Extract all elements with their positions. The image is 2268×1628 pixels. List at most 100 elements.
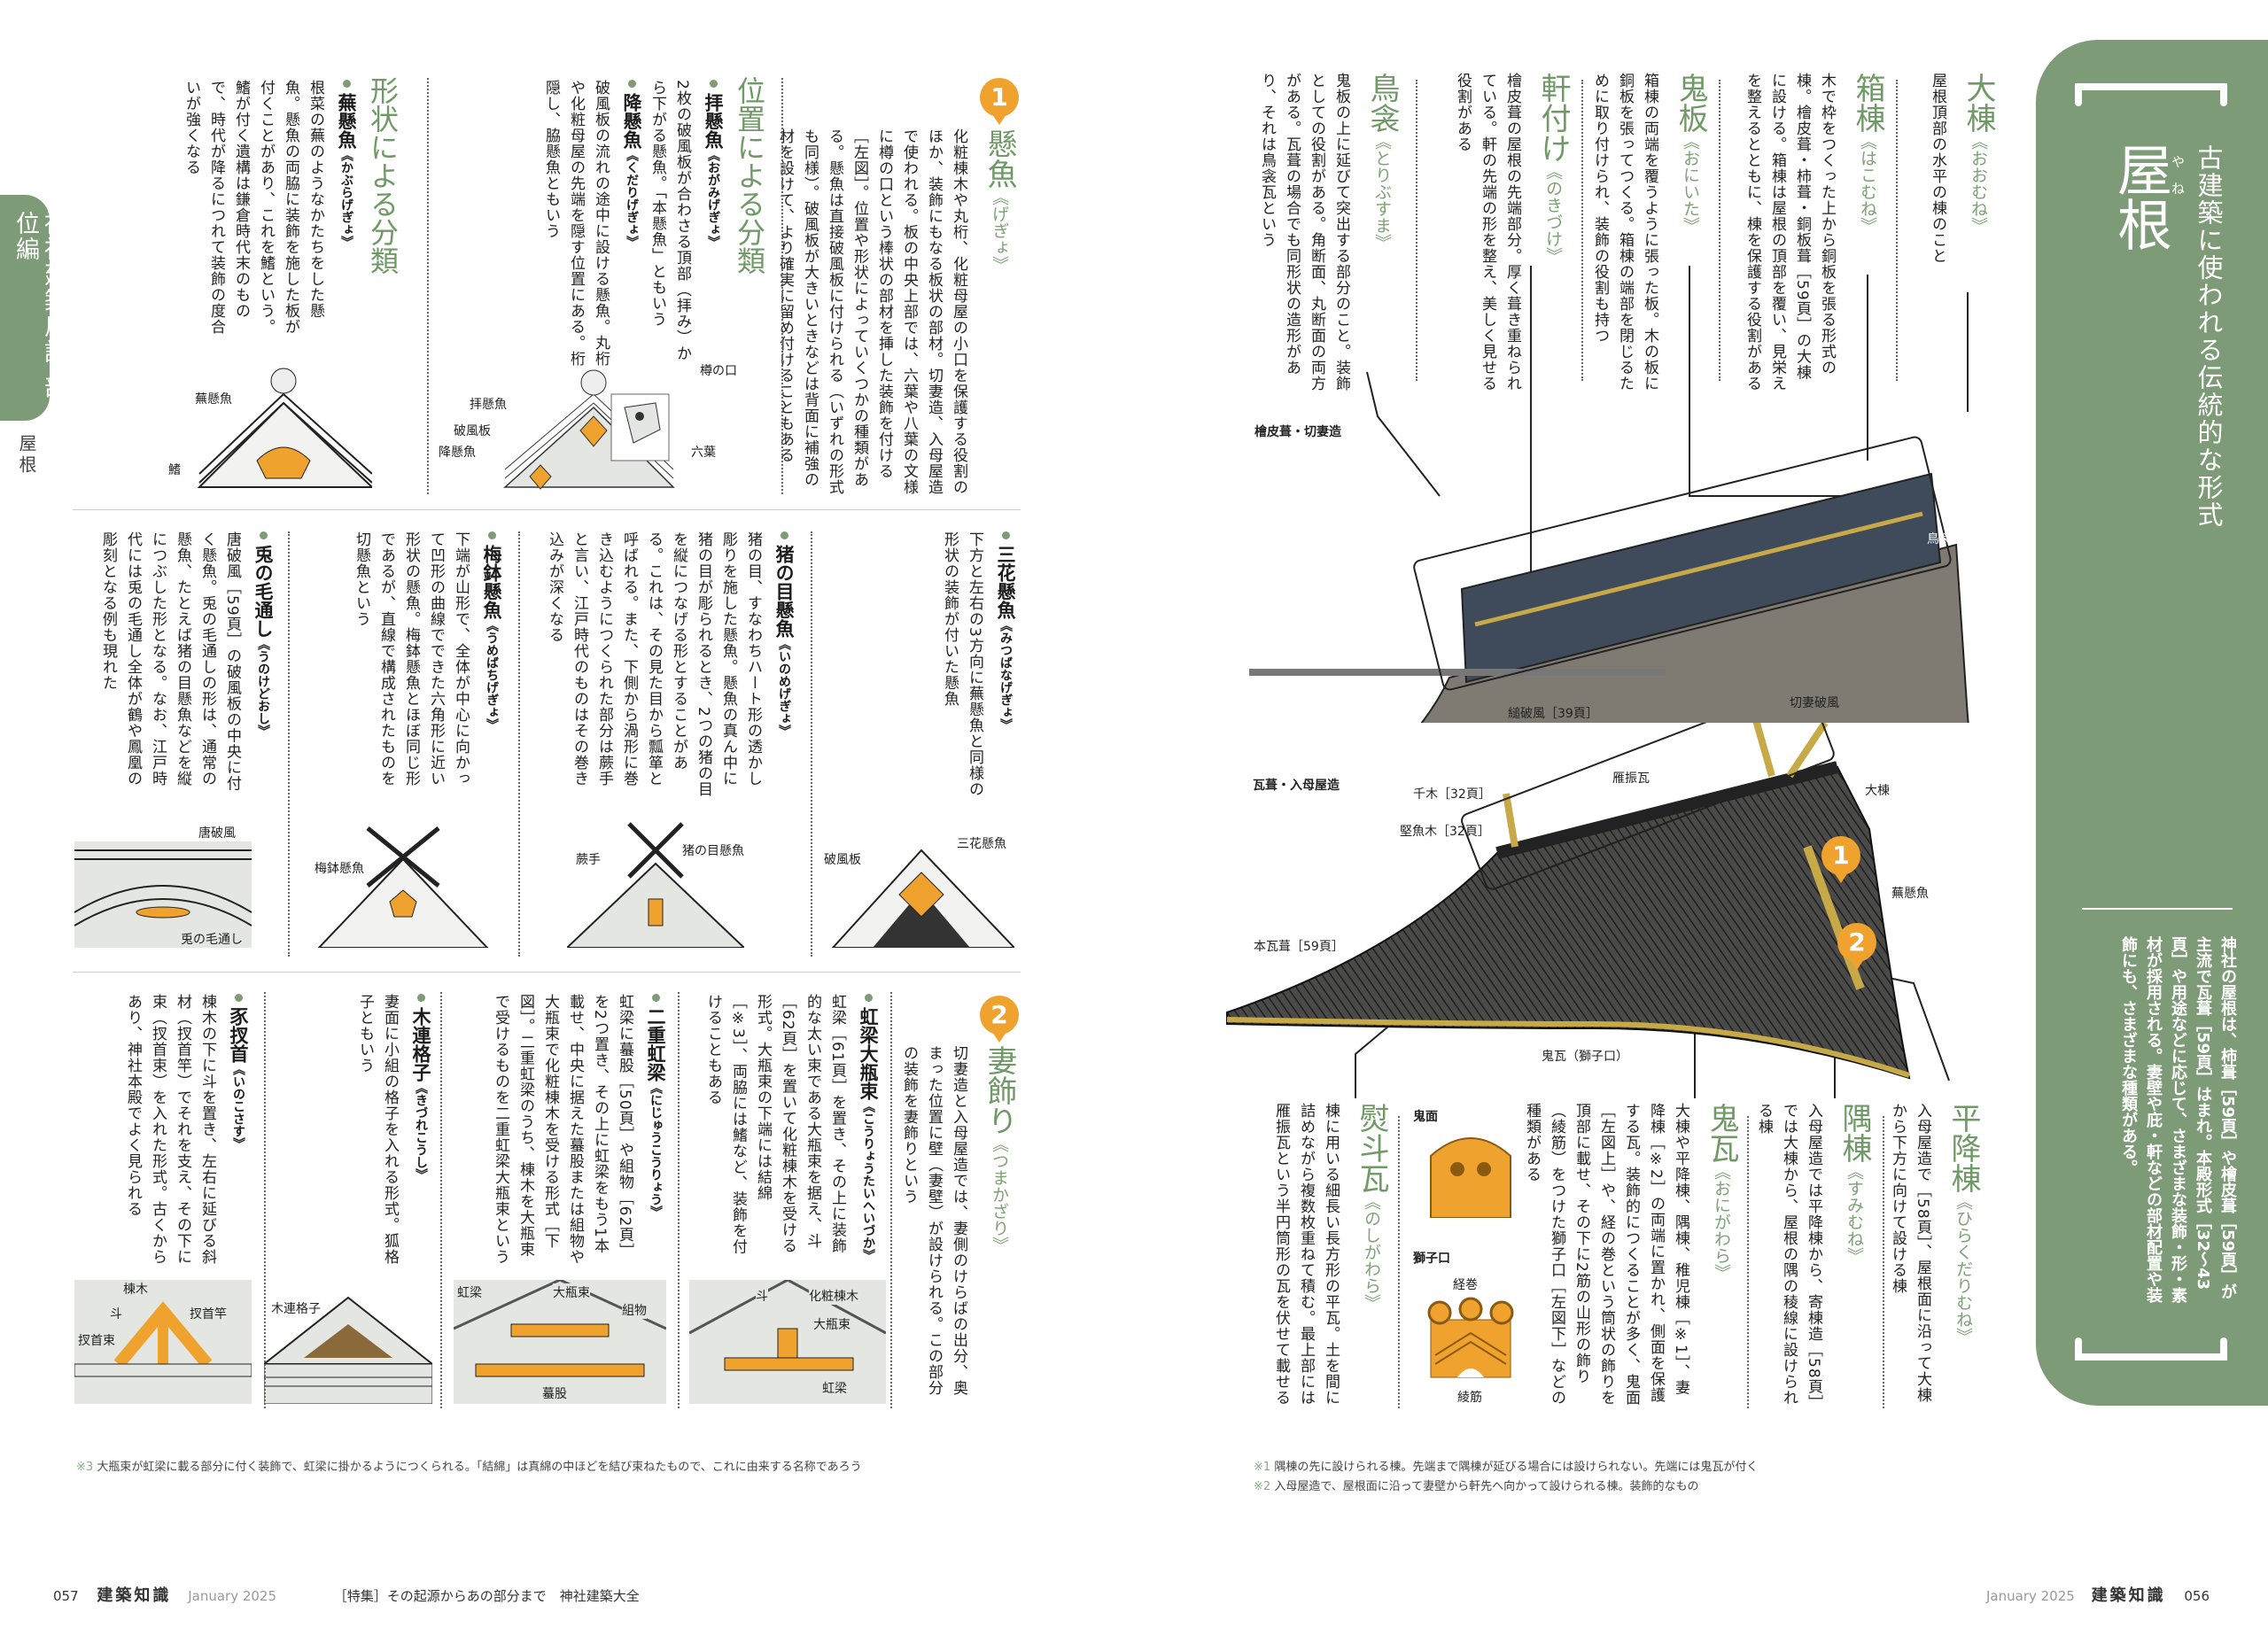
label-kabura: 蕪懸魚: [1891, 887, 1929, 901]
shape-class-heading: 形状による分類: [366, 76, 400, 275]
label-kumimono: 組物: [622, 1301, 647, 1319]
mitsubana-section: 三花懸魚《みつばなげぎょ》 下方と左右の3方向に蕪懸魚と同様の形状の装飾が付いた…: [886, 531, 1019, 797]
label-sugaruhafu: 縋破風［39頁］: [1508, 707, 1598, 721]
onigawara-body: 大棟や平降棟、隅棟、稚児棟［※1］、妻降棟［※2］の両端に置かれ、側面を保護する…: [1523, 1103, 1689, 1406]
label-umebachi: 梅鉢懸魚: [315, 862, 364, 876]
label-koryo: 虹梁: [822, 1379, 847, 1397]
label-karahafu: 唐破風: [198, 826, 236, 841]
kabura-section: 蕪懸魚《かぶらげぎょ》 根菜の蕪のようなかたちをした懸魚。懸魚の両脇に装飾を施し…: [174, 80, 360, 345]
divider: [811, 531, 812, 957]
sumimune-body: 入母屋造では平降棟から、寄棟造［58頁］では大棟から、屋根の隅の稜線に設けられる…: [1755, 1103, 1822, 1406]
section-tab: 神社建築用語 部位編: [0, 195, 67, 421]
label-katsuogi: 堅魚木［32頁］: [1400, 825, 1490, 839]
divider: [1416, 80, 1418, 381]
hirakudarimune-section: 平降棟《ひらくだりむね》 入母屋造で［58頁］、屋根面に沿って大棟から下方に向け…: [1889, 1103, 1983, 1408]
divider: [288, 531, 290, 957]
koryo-body: 虹梁［61頁］を置き、その上に装飾的な太い束である大瓶束を据え、斗［62頁］を置…: [704, 994, 846, 1255]
label-masu: 斗: [110, 1305, 122, 1322]
mitsubana-body: 下方と左右の3方向に蕪懸魚と同様の形状の装飾が付いた懸魚: [941, 531, 983, 797]
label-hafuita: 破風板: [454, 424, 491, 438]
divider: [264, 992, 266, 1408]
hiwada-kirizuma-roof-figure: 檜皮葺・切妻造 鳥衾 縋破風［39頁］ 切妻破風: [1221, 412, 1995, 898]
roof-title-panel: 古建築に使われる伝統的な形式 や ね 屋根 神社の屋根は、柿葺［59頁］や檜皮葺…: [2036, 40, 2268, 1406]
label-keshomunagi: 化粧棟木: [809, 1287, 858, 1305]
divider: [1719, 80, 1720, 381]
issue-date: January 2025: [1986, 1588, 2075, 1604]
label-rokuyo: 六葉: [691, 446, 716, 460]
koryo-heading: 虹梁大瓶束《こうりょうたいへいづか》: [855, 994, 882, 1268]
nokizuke-body: 檜皮葺の屋根の先端部分。厚く葺き重ねられている。軒の先端の形を整え、美しく見せる…: [1454, 73, 1521, 391]
kabura-figure: 蕪懸魚 鰭: [159, 354, 375, 496]
umebachi-body: 下端が山形で、全体が中心に向かって凹形の曲線でできた六角形に近い形状の懸魚。梅鉢…: [353, 531, 470, 787]
divider: [1883, 1116, 1884, 1408]
noshigawara-heading: 熨斗瓦《のしがわら》: [1354, 1103, 1389, 1311]
roof-illustration: [1226, 684, 1911, 1080]
number-badge-1: 1: [1821, 836, 1860, 883]
kizurekoshi-section: 木連格子《きづれこうし》 妻面に小組の格子を入れる形式。狐格子ともいう: [292, 994, 434, 1268]
number-badge-2: 2: [1837, 923, 1876, 970]
label-ayasuji: 綾筋: [1457, 1391, 1482, 1405]
magazine-logo: 建築知識: [97, 1586, 172, 1605]
mitsubana-figure: 破風板 三花懸魚: [824, 815, 1017, 949]
magazine-logo: 建築知識: [2091, 1586, 2166, 1605]
omune-body: 屋根頂部の水平の棟のこと: [1929, 73, 1946, 264]
divider: [1398, 1116, 1400, 1408]
label-hongawara: 本瓦葺［59頁］: [1254, 940, 1344, 954]
inokosasu-section: 豕扠首《いのこさす》 棟木の下に斗を置き、左右に延びる斜材（扠首竿）でそれを支え…: [74, 994, 252, 1268]
inokosasu-heading: 豕扠首《いのこさす》: [225, 994, 252, 1268]
ogami-heading: 拝懸魚《おがみげぎょ》: [700, 80, 726, 372]
nijukoryo-heading: 二重虹梁《にじゅうこうりょう》: [642, 994, 669, 1268]
inome-body: 猪の目、すなわちハート形の透かし彫りを施した懸魚。懸魚の真ん中に猪の目が彫られる…: [546, 531, 762, 797]
inome-figure: 蕨手 猪の目懸魚: [564, 815, 747, 949]
omune-heading: 大棟《おおむね》: [1961, 73, 1996, 234]
footnote-1: ※1 隅棟の先に設けられる棟。先端まで隅棟が延びる場合には設けられない。先端には…: [1254, 1461, 1759, 1474]
label-chigi: 千木［32頁］: [1413, 787, 1491, 802]
position-class-items: 拝懸魚《おがみげぎょ》 2枚の破風板が合わさる頂部（拝み）から下がる懸魚。「本懸…: [496, 80, 726, 372]
tsumakazari-heading: 妻飾り《つまかざり》: [982, 1045, 1017, 1253]
label-hafuita: 破風板: [824, 853, 861, 867]
panel-title: 屋根: [2108, 142, 2172, 252]
tsumakazari-body: 切妻造と入母屋造では、妻側のけらばの出分、奥まった位置に壁（妻壁）が設けられる。…: [900, 1045, 967, 1396]
divider: [678, 992, 680, 1408]
gable-illustration: [197, 368, 375, 488]
label-ogami: 拝懸魚: [470, 398, 507, 412]
left-footer: 057 建築知識 January 2025 ［特集］その起源からあの部分まで 神…: [53, 1583, 640, 1606]
row-separator: [73, 972, 1021, 973]
divider: [781, 78, 783, 494]
label-unoke: 兎の毛通し: [181, 930, 243, 948]
position-class-heading: 位置による分類: [733, 76, 766, 275]
figure1-caption: 檜皮葺・切妻造: [1254, 425, 1341, 439]
gegyo-heading: 懸魚《げぎょ》: [982, 128, 1017, 273]
label-ganburi: 雁振瓦: [1612, 771, 1650, 786]
label-hire: 鰭: [168, 463, 181, 477]
omune-section: 大棟《おおむね》 屋根頂部の水平の棟のこと: [1905, 73, 1998, 391]
label-kudari: 降懸魚: [439, 446, 476, 460]
torifusuma-heading: 鳥衾《とりぶすま》: [1364, 73, 1400, 251]
label-sasuzuka: 扠首束: [78, 1331, 115, 1349]
divider: [1581, 80, 1583, 381]
label-kizurekoshi: 木連格子: [271, 1302, 321, 1316]
row-separator: [73, 509, 1021, 510]
label-masu: 斗: [756, 1287, 768, 1305]
nokizuke-heading: 軒付け《のきづけ》: [1535, 73, 1571, 264]
label-taiheizuka: 大瓶束: [553, 1283, 590, 1301]
shishiguchi-illustration: [1427, 1297, 1514, 1378]
hirakudarimune-heading: 平降棟《ひらくだりむね》: [1946, 1103, 1981, 1345]
number-badge-2: 2: [980, 996, 1019, 1043]
kabura-heading: 蕪懸魚《かぶらげぎょ》: [333, 80, 360, 345]
divider: [890, 992, 892, 1408]
label-taiheizuka: 大瓶束: [813, 1315, 850, 1333]
nijukoryo-section: 二重虹梁《にじゅうこうりょう》 虹梁に蟇股［50頁］や組物［62頁］を2つ置き、…: [456, 994, 669, 1268]
kudari-heading: 降懸魚《くだりげぎょ》: [618, 80, 645, 372]
label-kabura: 蕪懸魚: [195, 392, 232, 407]
label-torifusuma: 鳥衾: [1927, 532, 1952, 547]
tsumakazari-section: 妻飾り《つまかざり》 切妻造と入母屋造では、妻側のけらばの出分、奥まった位置に壁…: [900, 1045, 1019, 1408]
number-badge-1: 1: [980, 78, 1019, 125]
section-sub-label: 屋根: [16, 434, 37, 477]
divider: [427, 78, 429, 494]
divider: [440, 992, 442, 1408]
torifusuma-body: 鬼板の上に延びて突出する部分のこと。装飾としての役割がある。角断面、丸断面の両方…: [1258, 73, 1350, 391]
label-warabite: 蕨手: [576, 853, 601, 867]
label-kyonomaki: 経巻: [1453, 1278, 1478, 1292]
ogami-body: 2枚の破風板が合わさる頂部（拝み）から下がる懸魚。「本懸魚」ともいう: [649, 80, 691, 361]
